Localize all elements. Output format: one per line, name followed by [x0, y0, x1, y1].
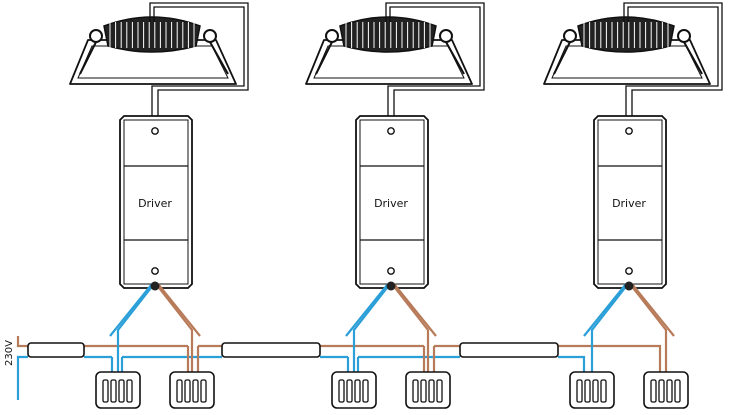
driver-label: Driver: [138, 197, 172, 210]
live-wire: [155, 283, 194, 378]
downlight-lamp: [69, 16, 237, 85]
live-wire: [157, 283, 201, 337]
live-bus: [16, 336, 662, 378]
terminal-block: [95, 371, 141, 409]
lamp-cable: [149, 2, 249, 118]
terminal-block: [169, 371, 215, 409]
inline-connectors: [27, 342, 559, 358]
lamp-driver-unit: Driver: [305, 2, 485, 409]
inline-connector: [459, 342, 559, 358]
live-wire: [391, 283, 430, 378]
neutral-wire: [583, 283, 627, 337]
led-driver: Driver: [593, 115, 667, 289]
driver-label: Driver: [374, 197, 408, 210]
lamp-driver-unit: Driver: [543, 2, 723, 409]
live-wire: [629, 283, 668, 378]
led-driver: Driver: [119, 115, 193, 289]
neutral-wire: [109, 283, 153, 337]
driver-wires: [345, 283, 437, 378]
downlight-lamp: [305, 16, 473, 85]
supply-cables: [16, 336, 662, 400]
neutral-wire: [116, 283, 155, 378]
terminal-block: [331, 371, 377, 409]
driver-wires: [109, 283, 201, 378]
live-wire: [393, 283, 437, 337]
neutral-wire: [590, 283, 629, 378]
downlight-lamp: [543, 16, 711, 85]
neutral-wire: [345, 283, 389, 337]
live-wire: [631, 283, 675, 337]
terminal-block: [405, 371, 451, 409]
inline-connector: [27, 342, 85, 358]
terminal-block: [569, 371, 615, 409]
lamp-driver-unit: Driver: [69, 2, 249, 409]
cable-gland: [624, 281, 634, 291]
lamp-cable: [623, 2, 723, 118]
driver-wires: [583, 283, 675, 378]
lamp-cable: [385, 2, 485, 118]
terminal-block: [643, 371, 689, 409]
neutral-wire: [352, 283, 391, 378]
driver-label: Driver: [612, 197, 646, 210]
cable-gland: [386, 281, 396, 291]
neutral-bus: [16, 355, 586, 400]
units: Driver Driver Driver: [69, 2, 723, 409]
supply-voltage-label: 230V: [4, 340, 15, 366]
cable-gland: [150, 281, 160, 291]
inline-connector: [221, 342, 321, 358]
led-driver: Driver: [355, 115, 429, 289]
